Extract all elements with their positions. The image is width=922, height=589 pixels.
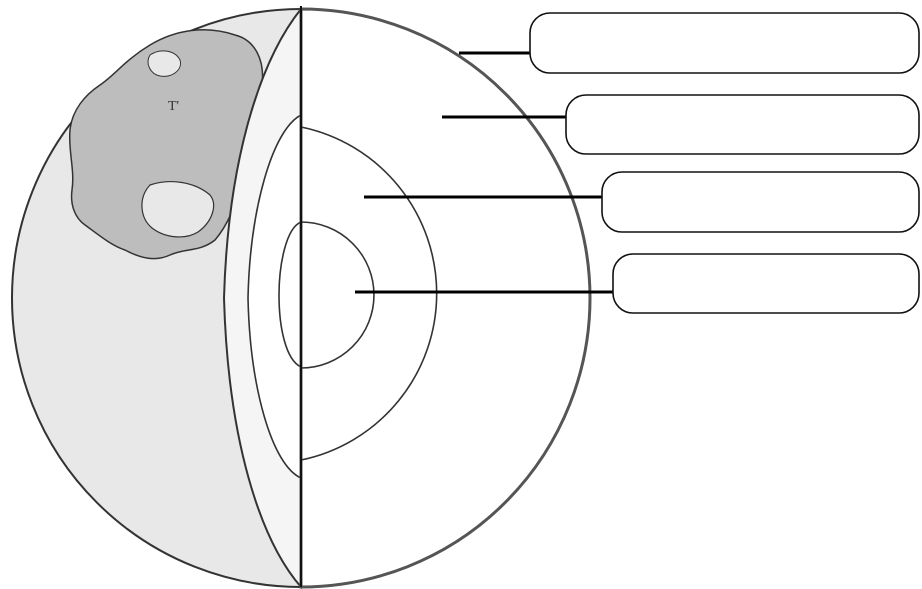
inner-core-label[interactable] [613, 254, 919, 313]
mantle-label-box[interactable] [566, 95, 919, 154]
continent-inner-sea [142, 182, 214, 237]
mantle-region [301, 9, 590, 587]
outer-core-label-box[interactable] [602, 172, 919, 232]
lake-marker: T' [168, 99, 179, 114]
outer-core-label[interactable] [602, 172, 919, 232]
crust-label[interactable] [530, 13, 919, 73]
mantle-label[interactable] [566, 95, 919, 154]
crust-label-box[interactable] [530, 13, 919, 73]
inner-core-label-box[interactable] [613, 254, 919, 313]
continent-bay [148, 51, 180, 76]
